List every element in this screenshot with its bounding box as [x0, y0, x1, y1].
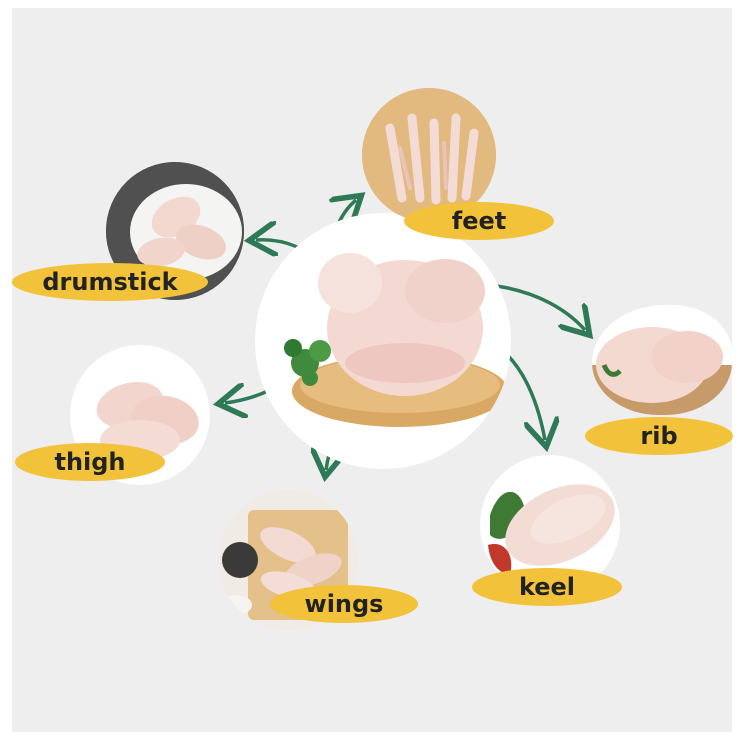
part-label-text: wings: [305, 590, 384, 618]
part-label-rib: rib: [585, 417, 733, 455]
part-label-text: rib: [640, 422, 677, 450]
part-label-text: keel: [519, 573, 575, 601]
part-label-wings: wings: [270, 585, 418, 623]
part-label-drumstick: drumstick: [12, 263, 208, 301]
part-label-feet: feet: [404, 202, 554, 240]
part-label-text: thigh: [54, 448, 125, 476]
part-label-keel: keel: [472, 568, 622, 606]
part-label-text: feet: [452, 207, 506, 235]
part-label-text: drumstick: [42, 268, 177, 296]
whole-chicken-photo: [255, 213, 511, 469]
part-label-thigh: thigh: [15, 443, 165, 481]
rib-icon: [592, 305, 732, 415]
whole-chicken-icon: [255, 213, 511, 469]
rib-photo: [592, 305, 732, 415]
